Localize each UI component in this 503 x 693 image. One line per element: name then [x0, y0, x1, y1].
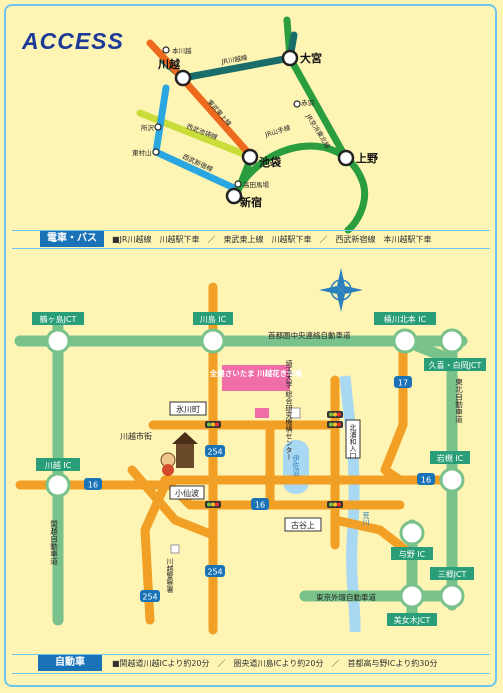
label-omiya: 大宮 [300, 51, 322, 65]
svg-text:254: 254 [207, 448, 222, 457]
svg-text:254: 254 [142, 593, 157, 602]
svg-text:16: 16 [421, 476, 431, 485]
arakawa-label: 荒川 [362, 511, 370, 526]
castle-mascot-icon [160, 432, 198, 476]
kanetsu-label: 関越自動車道 [49, 520, 58, 567]
page-frame [4, 4, 497, 687]
label-honkawagoe: 本川越 [172, 46, 192, 55]
isanuma-label: 伊佐沼 [292, 454, 300, 477]
bijogi-jct-box [387, 613, 437, 626]
route-16-shield-east: 16 [417, 473, 435, 485]
kawagoe-police-label: 川越警察署 [166, 558, 174, 594]
station-omiya-marker [281, 49, 299, 67]
station-takadanobaba-marker [234, 180, 242, 188]
interchange-markers [45, 328, 465, 609]
rail-section-label: 電車・バス [40, 231, 104, 247]
kosenba-box [169, 485, 205, 500]
rail-divider [12, 230, 490, 231]
kuki-shiraoka-jct-box [424, 358, 486, 371]
label-takadanobaba: 高田馬場 [243, 180, 270, 189]
furuyakami-box [284, 517, 322, 532]
kawajima-ic-label: 川島 IC [200, 314, 227, 324]
bijogi-jct-label: 美女木JCT [394, 615, 431, 625]
police-marker [170, 544, 180, 554]
station-ueno-marker [337, 149, 355, 167]
label-shoan: 所沢 [141, 123, 155, 132]
okegawa-kitamoto-ic-box [374, 312, 436, 325]
saitama-univ-marker [289, 407, 301, 419]
kitaurawa-box [345, 419, 361, 459]
hikawacho-box [169, 401, 207, 416]
station-honkawagoe-marker [162, 46, 170, 54]
venue-label: 全農さいたま 川越花き市場 [209, 368, 303, 378]
gaikan-label: 東京外環自動車道 [316, 592, 376, 602]
kawajima-ic-box [193, 312, 233, 325]
station-shinjuku-marker [225, 187, 243, 205]
svg-text:254: 254 [207, 568, 222, 577]
svg-text:16: 16 [88, 481, 98, 490]
venue-marker [255, 408, 269, 418]
road-section-label: 自動車 [38, 655, 102, 671]
hikawacho-label: 氷川町 [176, 404, 200, 414]
route-254-shield-north: 254 [205, 445, 225, 457]
rail-section-text: ■JR川越線 川越駅下車 ／ 東武東上線 川越駅下車 ／ 西武新宿線 本川越駅下… [112, 235, 432, 244]
station-akabane-marker [293, 100, 301, 108]
route-254-shield-south: 254 [205, 565, 225, 577]
label-higashimurayama: 東村山 [132, 148, 152, 157]
sango-jct-box [430, 567, 474, 580]
iwatsuki-ic-box [430, 451, 470, 464]
road-section-text: ■関越道川越ICより約20分 ／ 圏央道川島ICより約20分 ／ 首都高与野IC… [112, 659, 438, 668]
kawagoe-ic-label: 川越 IC [45, 460, 72, 470]
yono-ic-label: 与野 IC [399, 550, 426, 559]
tobu-tojo-line [146, 39, 256, 161]
kosenba-label: 小仙波 [175, 488, 199, 498]
station-higashimurayama-marker [152, 148, 160, 156]
kenodo-label: 首都圏中央連絡自動車道 [268, 330, 351, 340]
kitaurawa-label: 北浦和入口 [349, 424, 357, 459]
svg-text:16: 16 [255, 501, 265, 510]
rail-divider-bottom [12, 248, 490, 249]
furuyakami-label: 古谷上 [291, 520, 315, 530]
route-17-shield: 17 [394, 376, 412, 388]
label-akabane: 赤羽 [301, 99, 314, 107]
compass-icon [319, 268, 363, 312]
road-divider [12, 654, 490, 655]
station-shoan-marker [154, 123, 162, 131]
kuki-shiraoka-jct-label: 久喜・白岡JCT [429, 360, 482, 370]
tohoku-label: 東北自動車道 [454, 377, 463, 425]
route-16-shield-center: 16 [251, 498, 269, 510]
label-ueno: 上野 [356, 151, 378, 165]
arakawa-river [339, 375, 361, 633]
label-shinjuku: 新宿 [240, 195, 262, 209]
tsurugashima-jct-label: 鶴ヶ島JCT [40, 314, 77, 324]
label-kawagoe: 川越 [157, 57, 181, 71]
station-ikebukuro-marker [241, 148, 259, 166]
venue-label-box [222, 365, 290, 391]
route-16-shield-west: 16 [84, 478, 102, 490]
page-title: ACCESS [22, 28, 124, 54]
svg-text:17: 17 [398, 379, 408, 388]
route-254-shield-southwest: 254 [140, 590, 160, 602]
iwatsuki-ic-label: 岩槻 IC [437, 453, 464, 463]
sango-jct-label: 三郷JCT [438, 570, 467, 579]
kawagoe-city-label: 川越市街 [120, 431, 152, 441]
tsurugashima-jct-box [32, 312, 84, 325]
okegawa-kitamoto-ic-label: 桶川北本 IC [384, 314, 427, 324]
saitama-univ-label: 埼玉大学 総合研究機構センター [285, 359, 293, 460]
yono-ic-box [391, 547, 433, 560]
traffic-signal-icons [205, 411, 343, 508]
road-divider-bottom [12, 673, 490, 674]
kawagoe-ic-box [36, 458, 80, 471]
station-kawagoe-marker [174, 69, 192, 87]
label-ikebukuro: 池袋 [259, 155, 282, 169]
